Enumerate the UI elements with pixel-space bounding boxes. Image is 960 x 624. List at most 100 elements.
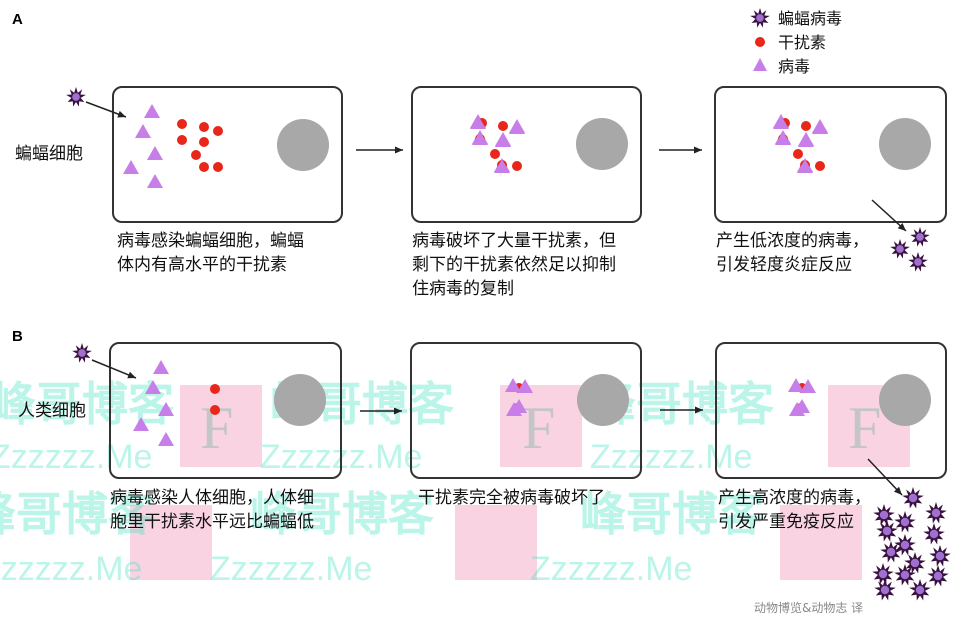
svg-text:Zzzzzz.Me: Zzzzzz.Me [530, 550, 692, 588]
virus-icon [890, 239, 910, 259]
interferon-dot-icon [801, 121, 811, 131]
watermark-layer: F F F 峰哥博客 峰哥博客 峰哥博客 Zzzzzz.Me Zzzzzz.Me… [0, 377, 910, 588]
legend-label-bat-virus: 蝙蝠病毒 [778, 9, 842, 28]
panel-a-caption-2: 住病毒的复制 [412, 279, 514, 299]
virus-triangle-icon [145, 380, 161, 394]
svg-text:峰哥博客: 峰哥博客 [580, 487, 764, 541]
panel-b-caption-3: 产生高浓度的病毒， [718, 488, 871, 508]
virus-triangle-icon [798, 133, 814, 147]
virus-triangle-icon [494, 159, 510, 173]
bat-cell-2 [411, 86, 642, 223]
nucleus [576, 118, 628, 170]
panel-a-caption-2: 剩下的干扰素依然足以抑制 [412, 255, 616, 275]
arrow-icon [356, 146, 403, 154]
virus-icon [902, 487, 924, 509]
virus-icon [894, 534, 916, 556]
virus-triangle-icon [123, 160, 139, 174]
nucleus [277, 119, 329, 171]
virus-icon [909, 579, 931, 601]
interferon-dot-icon [512, 161, 522, 171]
virus-icon [908, 252, 928, 272]
svg-text:F: F [200, 395, 233, 461]
panel-a-caption-3: 产生低浓度的病毒， [716, 231, 869, 251]
human-cell-1 [109, 342, 342, 479]
virus-icon [929, 545, 951, 567]
virus-triangle-icon [144, 104, 160, 118]
virus-triangle-icon [158, 432, 174, 446]
panel-b-caption-1: 病毒感染人体细胞，人体细 [110, 488, 314, 508]
virus-icon [876, 520, 898, 542]
interferon-dot-icon [199, 137, 209, 147]
panel-a-caption-1: 病毒感染蝙蝠细胞，蝙蝠 [117, 231, 304, 251]
legend-virus-triangle-icon [753, 58, 767, 71]
svg-text:Zzzzzz.Me: Zzzzzz.Me [590, 438, 752, 476]
svg-text:Zzzzzz.Me: Zzzzzz.Me [210, 550, 372, 588]
virus-triangle-icon [517, 379, 533, 393]
nucleus [879, 118, 931, 170]
svg-text:峰哥博客: 峰哥博客 [0, 377, 174, 431]
virus-triangle-icon [147, 146, 163, 160]
virus-triangle-icon [135, 124, 151, 138]
virus-icon [872, 563, 894, 585]
virus-triangle-icon [775, 131, 791, 145]
virus-icon [927, 565, 949, 587]
virus-icon [874, 579, 896, 601]
virus-triangle-icon [797, 159, 813, 173]
interferon-dot-icon [191, 150, 201, 160]
panel-b-caption-2: 干扰素完全被病毒破坏了 [418, 488, 605, 508]
virus-icon [894, 511, 916, 533]
interferon-dot-icon [498, 121, 508, 131]
interferon-dot-icon [490, 149, 500, 159]
interferon-dot-icon [199, 122, 209, 132]
legend-label-interferon: 干扰素 [778, 33, 826, 52]
arrow-icon [91, 359, 137, 379]
virus-triangle-icon [147, 174, 163, 188]
virus-icon [873, 504, 895, 526]
bat-cell-3 [714, 86, 947, 223]
arrow-icon [867, 458, 903, 496]
bat-cell-1 [112, 86, 343, 223]
virus-triangle-icon [789, 402, 805, 416]
virus-triangle-icon [509, 120, 525, 134]
virus-triangle-icon [506, 402, 522, 416]
arrow-icon [659, 146, 702, 154]
virus-triangle-icon [800, 379, 816, 393]
svg-text:Zzzzzz.Me: Zzzzzz.Me [0, 550, 142, 588]
arrow-icon [871, 199, 907, 232]
svg-text:Zzzzzz.Me: Zzzzzz.Me [0, 438, 152, 476]
arrow-icon [85, 101, 127, 118]
panel-b-label: B [12, 328, 23, 345]
svg-text:F: F [522, 395, 555, 461]
interferon-dot-icon [815, 161, 825, 171]
interferon-dot-icon [213, 126, 223, 136]
panel-a-caption-1: 体内有高水平的干扰素 [117, 255, 287, 275]
svg-text:峰哥博客: 峰哥博客 [250, 487, 434, 541]
virus-icon [66, 87, 86, 107]
virus-triangle-icon [812, 120, 828, 134]
interferon-dot-icon [177, 135, 187, 145]
virus-triangle-icon [158, 402, 174, 416]
legend-virus-icon [750, 8, 770, 28]
interferon-dot-icon [177, 119, 187, 129]
virus-icon [72, 343, 92, 363]
interferon-dot-icon [210, 405, 220, 415]
panel-a-caption-3: 引发轻度炎症反应 [716, 255, 852, 275]
human-cell-label: 人类细胞 [18, 401, 86, 421]
arrow-icon [360, 407, 402, 415]
virus-triangle-icon [133, 417, 149, 431]
virus-icon [925, 502, 947, 524]
legend: 蝙蝠病毒 干扰素 病毒 [750, 8, 842, 76]
virus-triangle-icon [472, 131, 488, 145]
legend-interferon-dot-icon [755, 37, 765, 47]
interferon-dot-icon [210, 384, 220, 394]
interferon-dot-icon [793, 149, 803, 159]
panel-b-caption-1: 胞里干扰素水平远比蝙蝠低 [110, 512, 314, 532]
panel-a-label: A [12, 11, 23, 28]
legend-label-virus: 病毒 [778, 57, 810, 76]
virus-icon [910, 227, 930, 247]
arrow-icon [660, 406, 703, 414]
interferon-dot-icon [213, 162, 223, 172]
credit-text: 动物博览&动物志 译 [754, 600, 863, 615]
virus-triangle-icon [773, 115, 789, 129]
nucleus [274, 374, 326, 426]
